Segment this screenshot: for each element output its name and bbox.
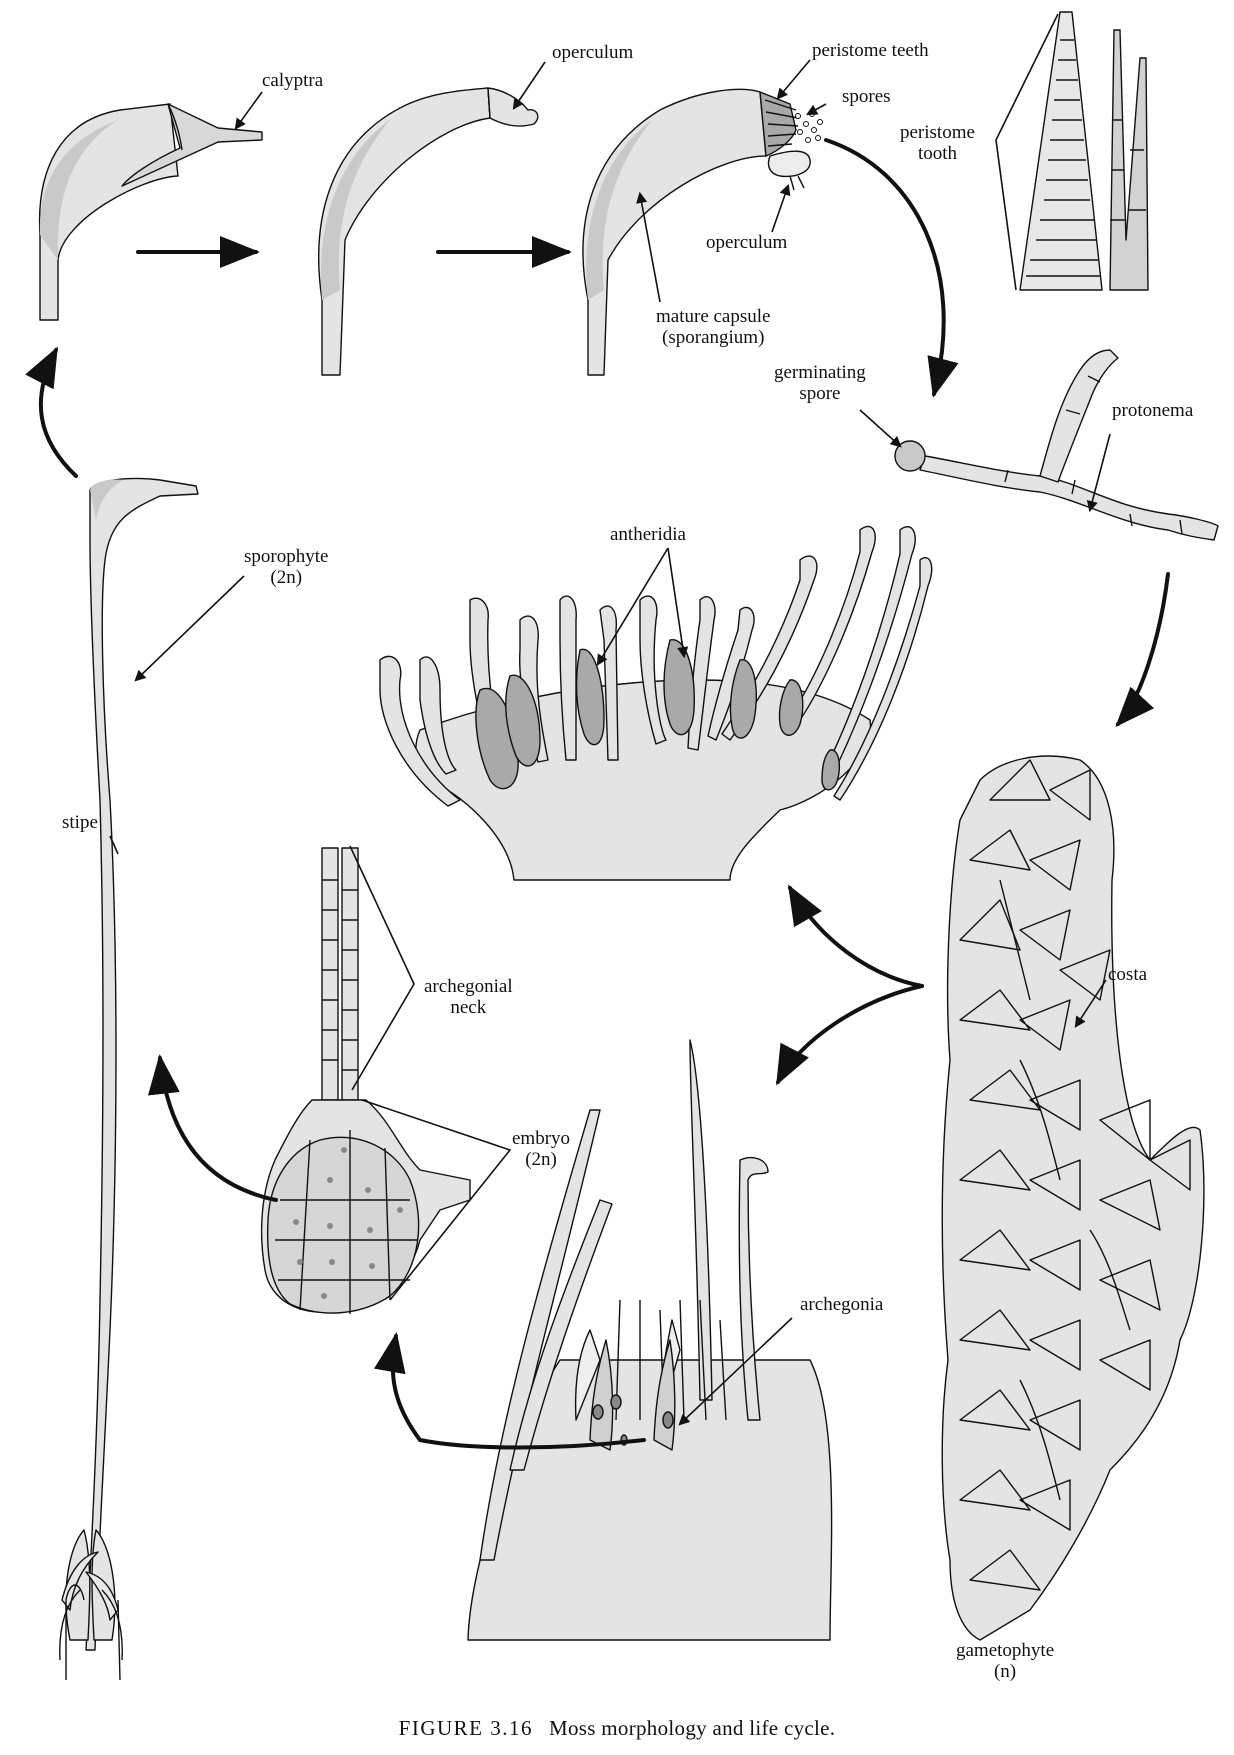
pointer-protonema (1086, 433, 1111, 513)
pointer-operculum-mid (771, 183, 791, 233)
antheridial-head (379, 525, 933, 881)
arrow-sporophyte-to-capsule (25, 346, 78, 478)
arrow-gametophyte-to-archegonia (776, 984, 924, 1086)
archegonium-with-embryo (260, 847, 471, 1314)
arrow-embryo-to-sporophyte (148, 1054, 278, 1202)
archegonial-head (467, 1039, 833, 1641)
sporophyte (59, 477, 199, 1681)
capsule-with-calyptra (38, 103, 263, 321)
pointer-peristome-teeth (776, 59, 811, 100)
pointer-peristome-tooth (995, 13, 1059, 291)
arrow-archegonia-to-embryo (373, 1332, 646, 1450)
pointer-stipe (109, 835, 119, 855)
pointer-calyptra (234, 91, 263, 130)
arrow-protonema-to-gametophyte (1115, 572, 1170, 727)
pointer-germinating-spore (859, 409, 902, 448)
capsule-with-operculum (318, 87, 539, 376)
arrow-capsule-to-spore (824, 138, 959, 398)
peristome-tooth-detail (1019, 11, 1149, 291)
pointer-archegonia (678, 1317, 793, 1426)
protonema (894, 349, 1219, 541)
pointer-antheridia-a (596, 547, 669, 666)
mature-capsule (582, 88, 811, 376)
pointer-embryo (361, 1099, 512, 1301)
arrow-gametophyte-to-antheridia (787, 884, 924, 988)
pointer-spores (806, 103, 827, 116)
pointer-operculum-top (512, 61, 546, 110)
pointer-archegonial-neck (349, 845, 415, 1091)
spore-dots (795, 111, 823, 143)
pointer-sporophyte (134, 575, 245, 682)
pointer-antheridia-b (667, 547, 689, 659)
gametophyte-shoot (941, 755, 1205, 1641)
pointer-mature-capsule (636, 191, 661, 303)
pointer-costa (1074, 979, 1107, 1028)
